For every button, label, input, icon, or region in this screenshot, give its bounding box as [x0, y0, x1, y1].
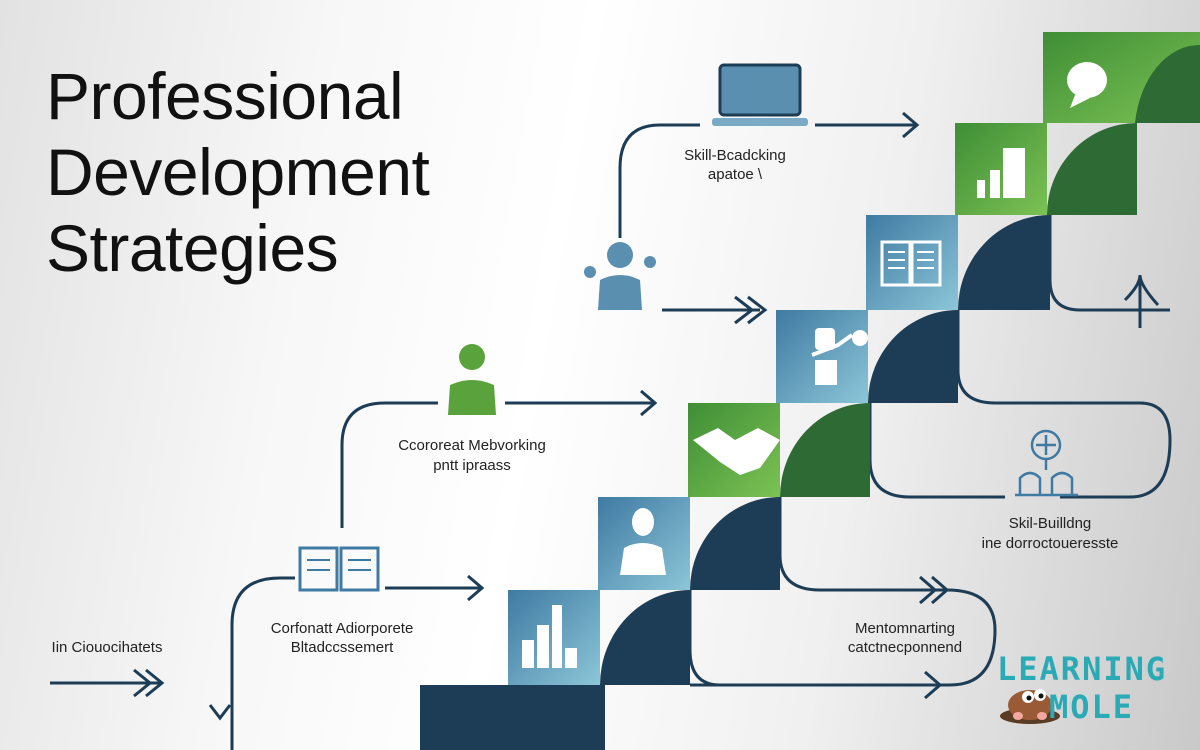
handshake-icon — [693, 428, 780, 475]
label-advancement: Corfonatt Adiorporete Bltadccssemert — [271, 620, 414, 656]
step-2 — [598, 497, 780, 590]
label-mentoring: Mentomnarting catctnecponnend — [848, 620, 962, 656]
page-title: Professional Development Strategies — [46, 58, 430, 286]
label-coaching: Iin Ciouocihatets — [52, 639, 163, 656]
label-line: apatoe \ — [708, 166, 763, 183]
businessman-icon — [620, 508, 666, 575]
arrow-right — [385, 574, 485, 602]
bar-chart-icon — [977, 148, 1025, 198]
speech-bubble-icon — [1067, 62, 1107, 108]
arrow-down — [208, 704, 232, 721]
learning-mole-logo: LEARNING MOLE — [997, 650, 1167, 726]
step-4 — [776, 310, 958, 403]
double-arrow — [50, 668, 165, 698]
arrow-right — [815, 111, 920, 139]
logo-line-2: MOLE — [1049, 688, 1135, 726]
step-1 — [508, 590, 690, 685]
label-line: Skill-Bcadcking — [684, 147, 786, 164]
flow-line — [230, 576, 295, 750]
label-line: pntt ipraass — [433, 457, 511, 474]
label-line: Mentomnarting — [855, 620, 955, 637]
person-presenting-icon — [584, 242, 656, 310]
logo-line-1: LEARNING — [997, 650, 1168, 688]
label-line: Bltadccssemert — [291, 639, 394, 656]
flow-lines — [50, 111, 1172, 750]
network-building-icon — [1015, 429, 1078, 497]
arrow-up — [1123, 274, 1160, 328]
double-arrow — [662, 295, 768, 325]
open-book-outline-icon — [298, 546, 380, 592]
label-line: Ccororeat Mebvorking — [398, 437, 546, 454]
label-line: catctnecponnend — [848, 639, 962, 656]
open-book-icon — [880, 240, 942, 287]
mentor-person-icon — [811, 328, 868, 385]
label-line: ine dorroctoueresste — [982, 535, 1119, 552]
green-person-icon — [448, 344, 496, 415]
arrow-right — [505, 389, 658, 417]
mole-mascot-icon — [1000, 689, 1060, 724]
title-line-2: Development — [46, 135, 430, 209]
label-line: Corfonatt Adiorporete — [271, 620, 414, 637]
bar-chart-icon — [522, 605, 577, 668]
label-line: Skil-Builldng — [1009, 515, 1092, 532]
step-base — [420, 685, 605, 750]
title-line-1: Professional — [46, 59, 404, 133]
flow-line — [618, 123, 700, 238]
step-5 — [866, 215, 1050, 310]
title-line-3: Strategies — [46, 211, 339, 285]
label-networking: Ccororeat Mebvorking pntt ipraass — [398, 437, 546, 474]
step-7 — [1043, 32, 1200, 123]
label-line: Iin Ciouocihatets — [52, 639, 163, 656]
label-skill-top: Skill-Bcadcking apatoe \ — [684, 147, 786, 183]
laptop-icon — [712, 63, 808, 126]
flow-line — [340, 401, 438, 528]
label-skill-right: Skil-Builldng ine dorroctoueresste — [982, 515, 1119, 552]
step-6 — [955, 123, 1137, 215]
